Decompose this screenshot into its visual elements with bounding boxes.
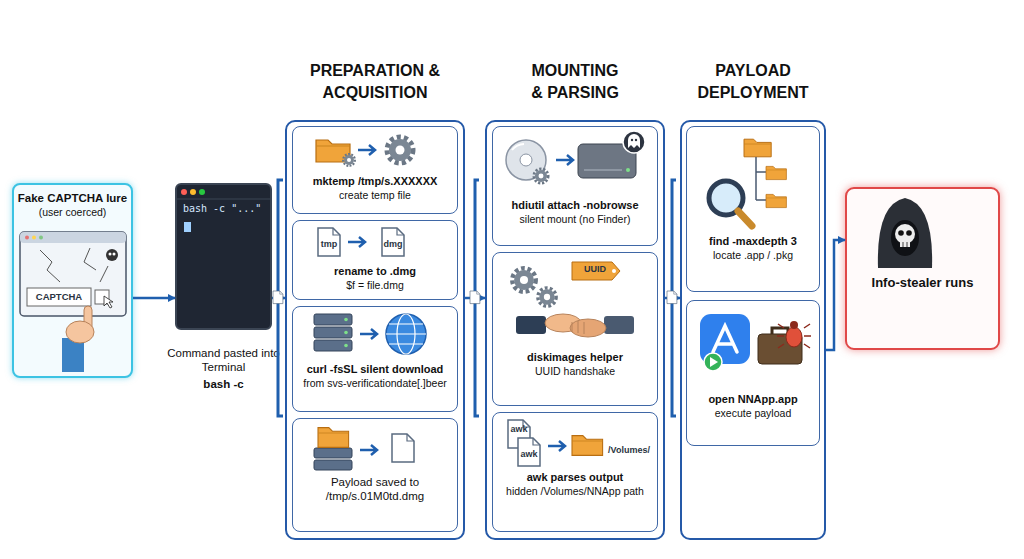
step-box: curl -fsSL silent downloadfrom svs-verif…: [292, 306, 458, 412]
command-text: hdiutil attach -nobrowse: [497, 199, 653, 212]
stage-heading: MOUNTING & PARSING: [527, 60, 623, 104]
description-text: from svs-verificationdate[.]beer: [297, 377, 453, 390]
text-block: Payload saved to /tmp/s.01M0td.dmg: [310, 475, 440, 503]
flow-arrow: [133, 297, 175, 300]
text-block: curl -fsSL silent downloadfrom svs-verif…: [297, 363, 453, 390]
terminal-command: bash -c "...": [163, 203, 284, 215]
text-block: bash -c "..." Command pasted into Termina…: [163, 203, 284, 391]
outcome-box: Info-stealer runs: [845, 187, 1000, 350]
text-block: diskimages helperUUID handshake: [497, 351, 653, 378]
command-text: curl -fsSL silent download: [297, 363, 453, 376]
text-block: mktemp /tmp/s.XXXXXXcreate temp file: [297, 175, 453, 202]
command-text: find -maxdepth 3: [690, 235, 816, 248]
stage-heading: PAYLOAD DEPLOYMENT: [678, 60, 828, 104]
caption-text: Command pasted into Terminal: [163, 346, 284, 374]
stage-panel: PAYLOAD DEPLOYMENTfind -maxdepth 3locate…: [680, 120, 826, 540]
lure-box: Fake CAPTCHA lure(user coerced): [12, 183, 133, 378]
flow-arrow: [465, 297, 485, 300]
lure-title: Fake CAPTCHA lure: [16, 191, 129, 205]
stage-panel: MOUNTING & PARSINGhdiutil attach -nobrow…: [485, 120, 665, 540]
stage-heading: PREPARATION & ACQUISITION: [285, 60, 465, 104]
connector-bracket: [278, 180, 283, 416]
text-block: PAYLOAD DEPLOYMENT: [678, 60, 828, 104]
description-text: UUID handshake: [497, 365, 653, 378]
text-block: Info-stealer runs: [850, 275, 995, 291]
flow-arrow: [826, 240, 845, 350]
caption-command: bash -c: [163, 377, 284, 391]
flow-arrow: [272, 297, 285, 300]
text-block: open NNApp.appexecute payload: [690, 393, 816, 420]
text-block: find -maxdepth 3locate .app / .pkg: [690, 235, 816, 262]
step-box: Payload saved to /tmp/s.01M0td.dmg: [292, 418, 458, 532]
description-text: $f = file.dmg: [297, 279, 453, 292]
document-symbol: [667, 291, 677, 304]
text-block: rename to .dmg$f = file.dmg: [297, 265, 453, 292]
step-box: hdiutil attach -nobrowsesilent mount (no…: [492, 126, 658, 246]
command-text: open NNApp.app: [690, 393, 816, 406]
description-text: (user coerced): [16, 206, 129, 219]
stage-panel: PREPARATION & ACQUISITIONmktemp /tmp/s.X…: [285, 120, 465, 540]
step-box: find -maxdepth 3locate .app / .pkg: [686, 126, 820, 292]
text-block: awk parses outputhidden /Volumes/NNApp p…: [497, 471, 653, 498]
step-box: mktemp /tmp/s.XXXXXXcreate temp file: [292, 126, 458, 214]
step-box: awk parses outputhidden /Volumes/NNApp p…: [492, 412, 658, 532]
document-symbol: [273, 291, 283, 304]
command-text: rename to .dmg: [297, 265, 453, 278]
step-box: open NNApp.appexecute payload: [686, 300, 820, 446]
description-text: create temp file: [297, 189, 453, 202]
connector-bracket: [475, 180, 479, 416]
text-block: PREPARATION & ACQUISITION: [285, 60, 465, 104]
command-text: diskimages helper: [497, 351, 653, 364]
text-block: MOUNTING & PARSING: [527, 60, 623, 104]
command-text: mktemp /tmp/s.XXXXXX: [297, 175, 453, 188]
terminal-window: bash -c "..."Command pasted into Termina…: [175, 183, 272, 330]
description-text: locate .app / .pkg: [690, 249, 816, 262]
description-text: Payload saved to /tmp/s.01M0td.dmg: [310, 475, 440, 503]
outcome-text: Info-stealer runs: [850, 275, 995, 291]
flow-arrow: [665, 297, 680, 300]
document-symbol: [470, 291, 480, 304]
command-text: awk parses output: [497, 471, 653, 484]
connector-bracket: [672, 180, 676, 416]
description-text: silent mount (no Finder): [497, 213, 653, 226]
description-text: execute payload: [690, 407, 816, 420]
step-box: rename to .dmg$f = file.dmg: [292, 220, 458, 300]
text-block: Fake CAPTCHA lure(user coerced): [16, 191, 129, 219]
step-box: diskimages helperUUID handshake: [492, 252, 658, 406]
text-block: hdiutil attach -nobrowsesilent mount (no…: [497, 199, 653, 226]
description-text: hidden /Volumes/NNApp path: [497, 485, 653, 498]
